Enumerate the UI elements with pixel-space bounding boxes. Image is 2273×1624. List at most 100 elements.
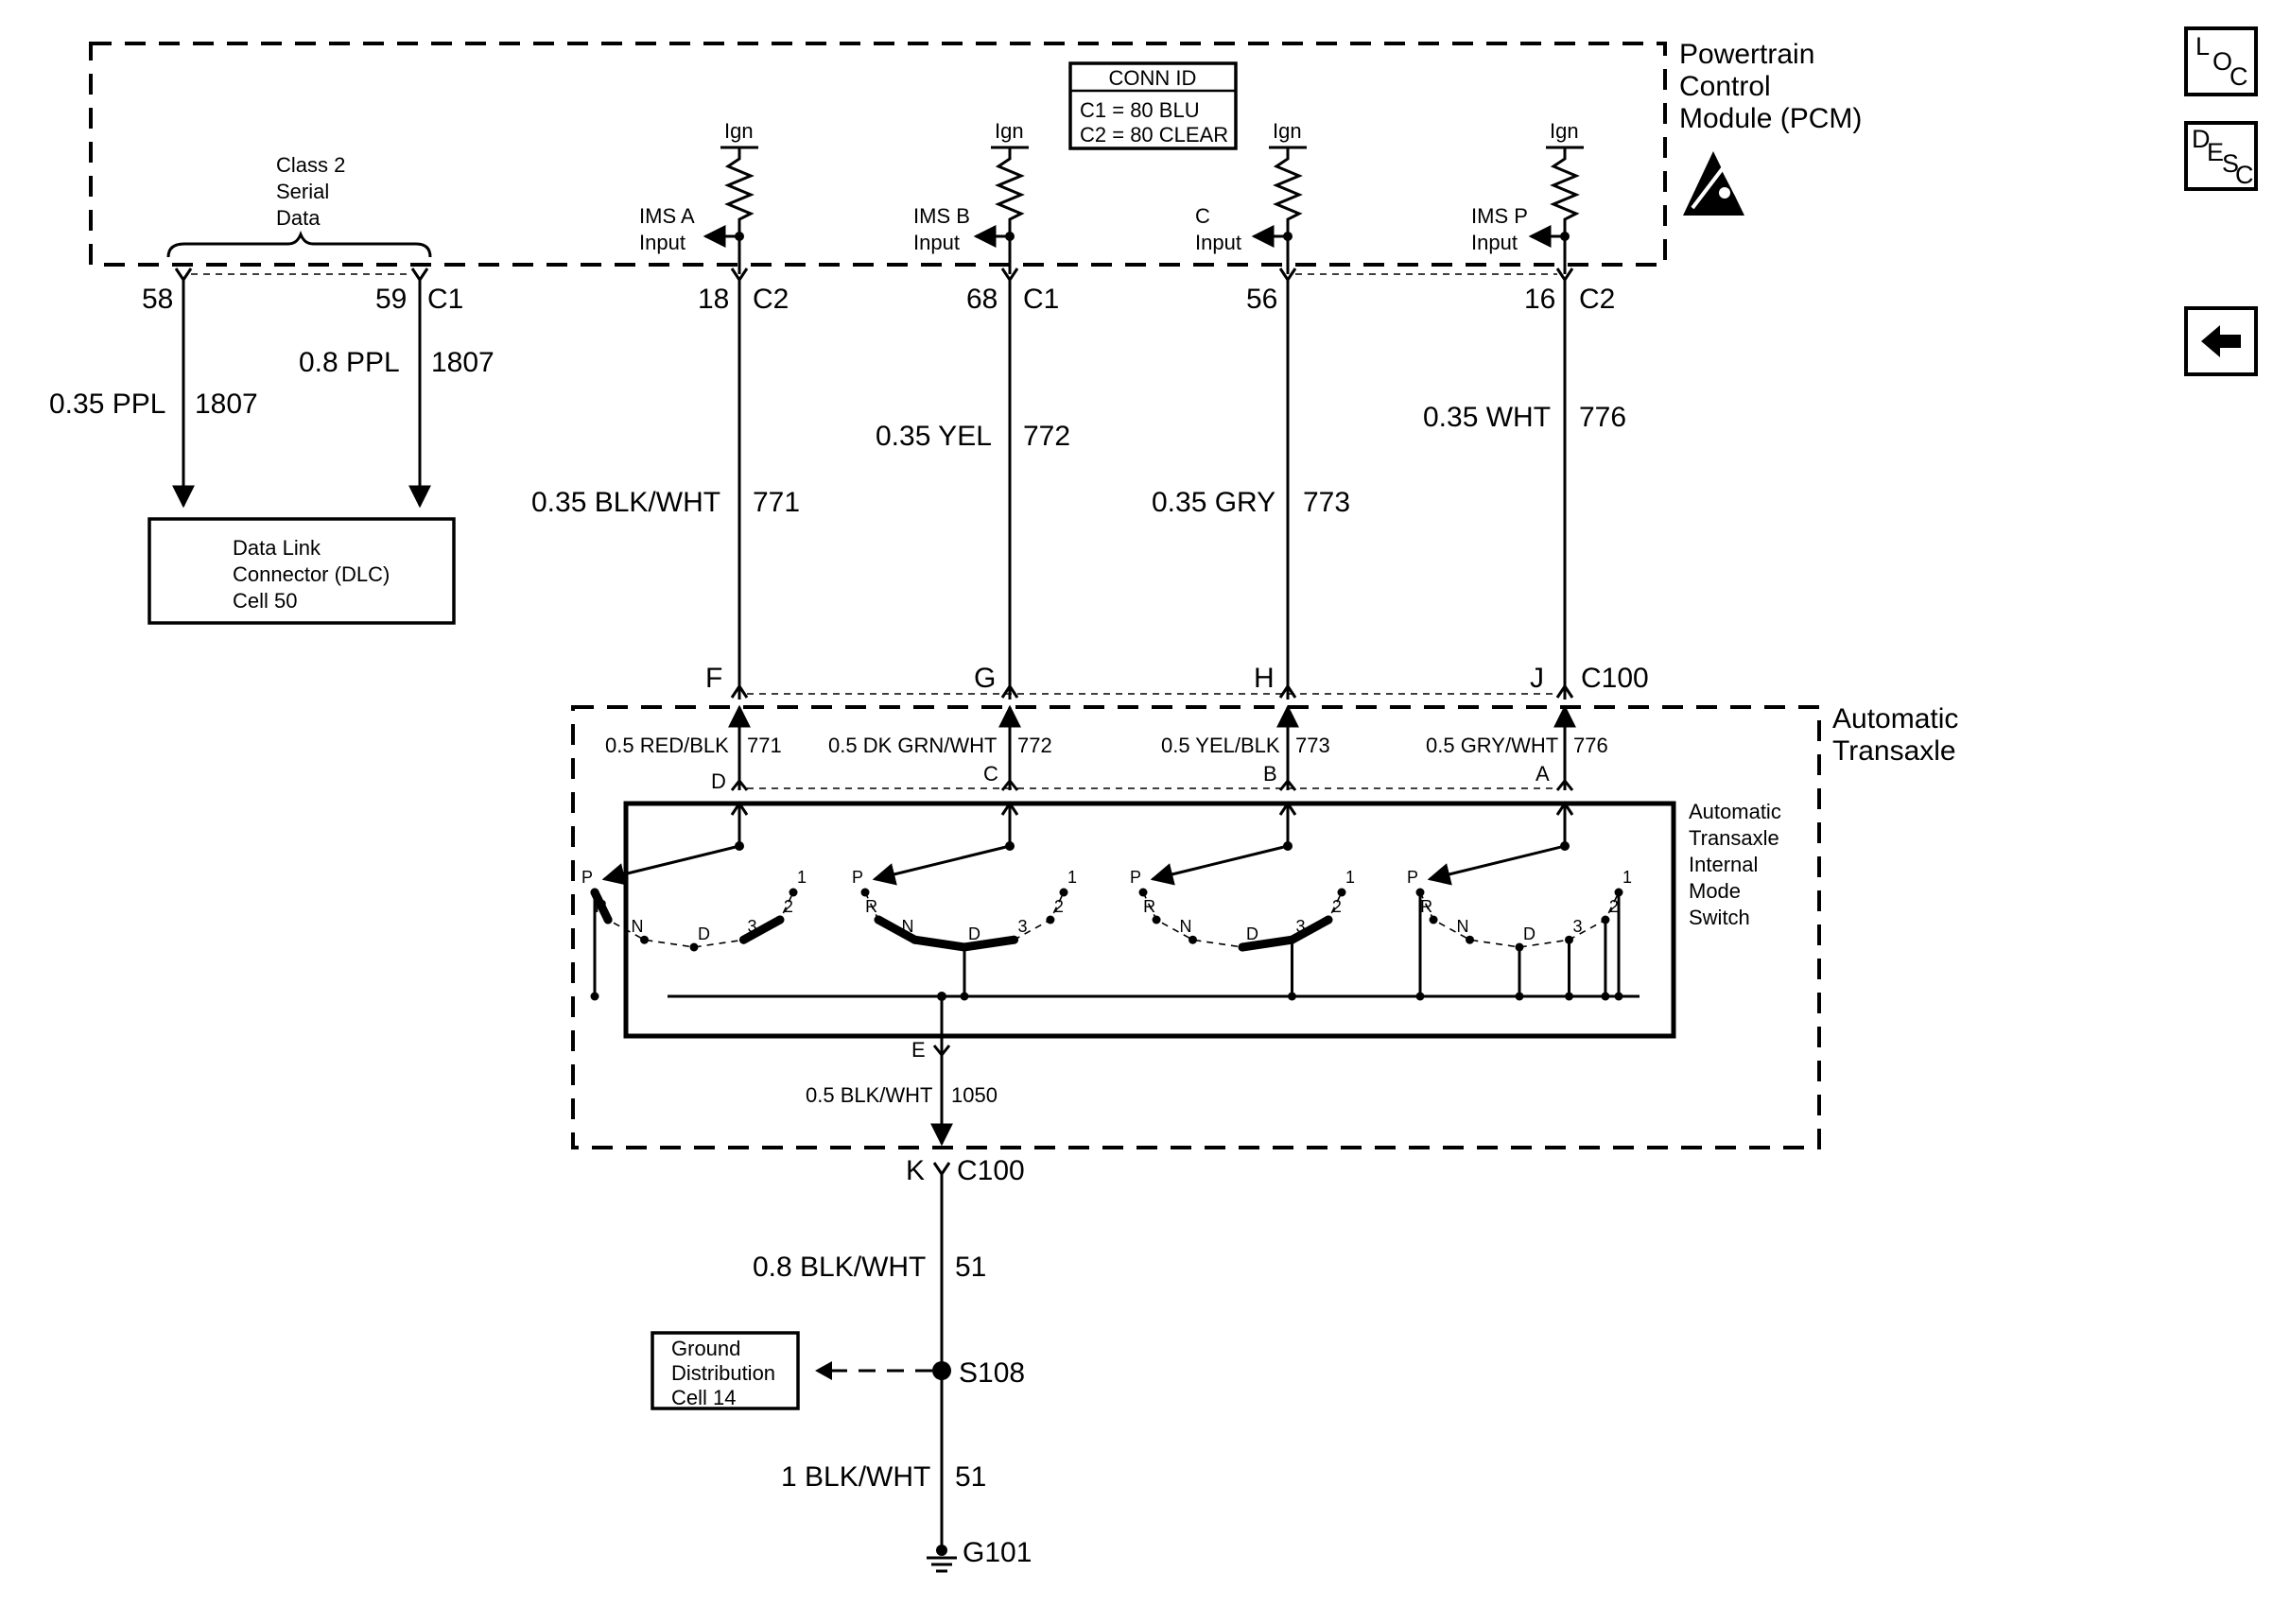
serial-brace	[166, 230, 432, 258]
input-a-l1: IMS A	[639, 204, 695, 228]
ground-dist-1: Ground	[671, 1337, 740, 1360]
c100-marks-top	[730, 683, 1574, 699]
position-label: D	[1246, 924, 1258, 943]
t1-circuit: 771	[747, 734, 782, 757]
position-label: N	[902, 917, 914, 936]
position-label: N	[1180, 917, 1192, 936]
pcm-title-2: Control	[1679, 71, 1771, 102]
wire-18-color: 0.35 BLK/WHT	[531, 487, 720, 518]
input-a-l2: Input	[639, 231, 685, 254]
pin-56: 56	[1246, 284, 1277, 315]
ground-icon	[927, 1545, 957, 1573]
sw-pin-a: A	[1536, 762, 1550, 786]
t2-color: 0.5 DK GRN/WHT	[828, 734, 997, 757]
t2-circuit: 772	[1017, 734, 1052, 757]
ign-label-p: Ign	[1550, 119, 1579, 143]
desc-c: C	[2235, 161, 2254, 189]
serial-label-2: Serial	[276, 180, 329, 203]
position-label: N	[632, 917, 644, 936]
position-label: P	[581, 868, 593, 887]
pin-68-conn: C1	[1023, 284, 1059, 315]
c100-pin-h: H	[1254, 663, 1275, 694]
position-label: P	[852, 868, 863, 887]
position-label: R	[1420, 897, 1432, 916]
pin-16-conn: C2	[1579, 284, 1615, 315]
position-label: R	[595, 897, 607, 916]
k-wire-color: 0.8 BLK/WHT	[753, 1252, 926, 1283]
esd-warning-icon	[1683, 151, 1744, 216]
back-arrow-icon	[2201, 325, 2241, 357]
g-wire-circuit: 51	[955, 1461, 986, 1493]
position-label: R	[865, 897, 877, 916]
position-label: 3	[1573, 917, 1583, 936]
trans-label-2: Transaxle	[1832, 735, 1956, 767]
loc-c: C	[2230, 62, 2248, 91]
ign-label-b: Ign	[995, 119, 1024, 143]
input-p-l2: Input	[1471, 231, 1518, 254]
transaxle-boundary	[571, 705, 1821, 1149]
desc-e: E	[2207, 138, 2224, 166]
position-label: 1	[1067, 868, 1077, 887]
t1-color: 0.5 RED/BLK	[605, 734, 729, 757]
position-label: P	[1130, 868, 1141, 887]
loc-button[interactable]: L O C	[2184, 26, 2258, 96]
desc-d: D	[2192, 125, 2211, 153]
pin-59-conn: C1	[427, 284, 463, 315]
pcm-title-3: Module (PCM)	[1679, 103, 1862, 134]
e-pin: E	[911, 1038, 926, 1062]
splice-label: S108	[959, 1357, 1025, 1389]
ground-dist-2: Distribution	[671, 1361, 775, 1385]
sw-pin-c: C	[983, 762, 998, 786]
back-button[interactable]	[2184, 306, 2258, 376]
conn-id-header: CONN ID	[1109, 66, 1197, 90]
serial-label-3: Data	[276, 206, 321, 230]
ground-label: G101	[963, 1537, 1032, 1568]
e-wire-circuit: 1050	[951, 1083, 998, 1107]
c100-pin-g: G	[974, 663, 996, 694]
position-label: 3	[1296, 917, 1306, 936]
switch-label-1: Automatic	[1689, 800, 1781, 823]
wire-58-circuit: 1807	[195, 389, 258, 420]
switch-conn-marks	[730, 778, 1574, 791]
wire-18-circuit: 771	[753, 487, 800, 518]
ground-dist-arrow-icon	[815, 1361, 832, 1380]
splice-s108	[932, 1361, 951, 1380]
loc-o: O	[2212, 47, 2232, 76]
pcm-input-circuits: Ign IMS A Input Ign IMS B Input Ign C In…	[639, 119, 1584, 274]
ground-dist-box	[651, 1331, 800, 1410]
t4-circuit: 776	[1573, 734, 1608, 757]
pin-16: 16	[1524, 284, 1555, 315]
conn-id-c1: C1 = 80 BLU	[1080, 98, 1200, 122]
pin-18: 18	[698, 284, 729, 315]
position-label: 3	[748, 917, 757, 936]
wire-16-color: 0.35 WHT	[1423, 402, 1551, 433]
ground-dist-3: Cell 14	[671, 1386, 736, 1409]
dlc-label-1: Data Link	[233, 536, 321, 560]
loc-l: L	[2195, 32, 2210, 60]
serial-label-1: Class 2	[276, 153, 345, 177]
position-label: 3	[1018, 917, 1028, 936]
e-wire-color: 0.5 BLK/WHT	[806, 1083, 932, 1107]
wire-58-color: 0.35 PPL	[49, 389, 165, 420]
switch-label-4: Mode	[1689, 879, 1741, 903]
switch-label-3: Internal	[1689, 853, 1758, 876]
t4-color: 0.5 GRY/WHT	[1426, 734, 1558, 757]
conn-id-c2: C2 = 80 CLEAR	[1080, 123, 1228, 147]
g-wire-color: 1 BLK/WHT	[781, 1461, 930, 1493]
position-label: 2	[1054, 897, 1064, 916]
wire-16-circuit: 776	[1579, 402, 1626, 433]
switch-label-5: Switch	[1689, 906, 1750, 929]
pin-68: 68	[966, 284, 998, 315]
trans-label-1: Automatic	[1832, 703, 1958, 734]
dlc-box	[147, 517, 456, 625]
t3-circuit: 773	[1295, 734, 1330, 757]
position-label: P	[1407, 868, 1418, 887]
k-pin: K	[906, 1155, 925, 1186]
position-label: 2	[1332, 897, 1342, 916]
desc-button[interactable]: D E S C	[2184, 121, 2258, 191]
wire-56-color: 0.35 GRY	[1152, 487, 1275, 518]
t3-color: 0.5 YEL/BLK	[1161, 734, 1280, 757]
